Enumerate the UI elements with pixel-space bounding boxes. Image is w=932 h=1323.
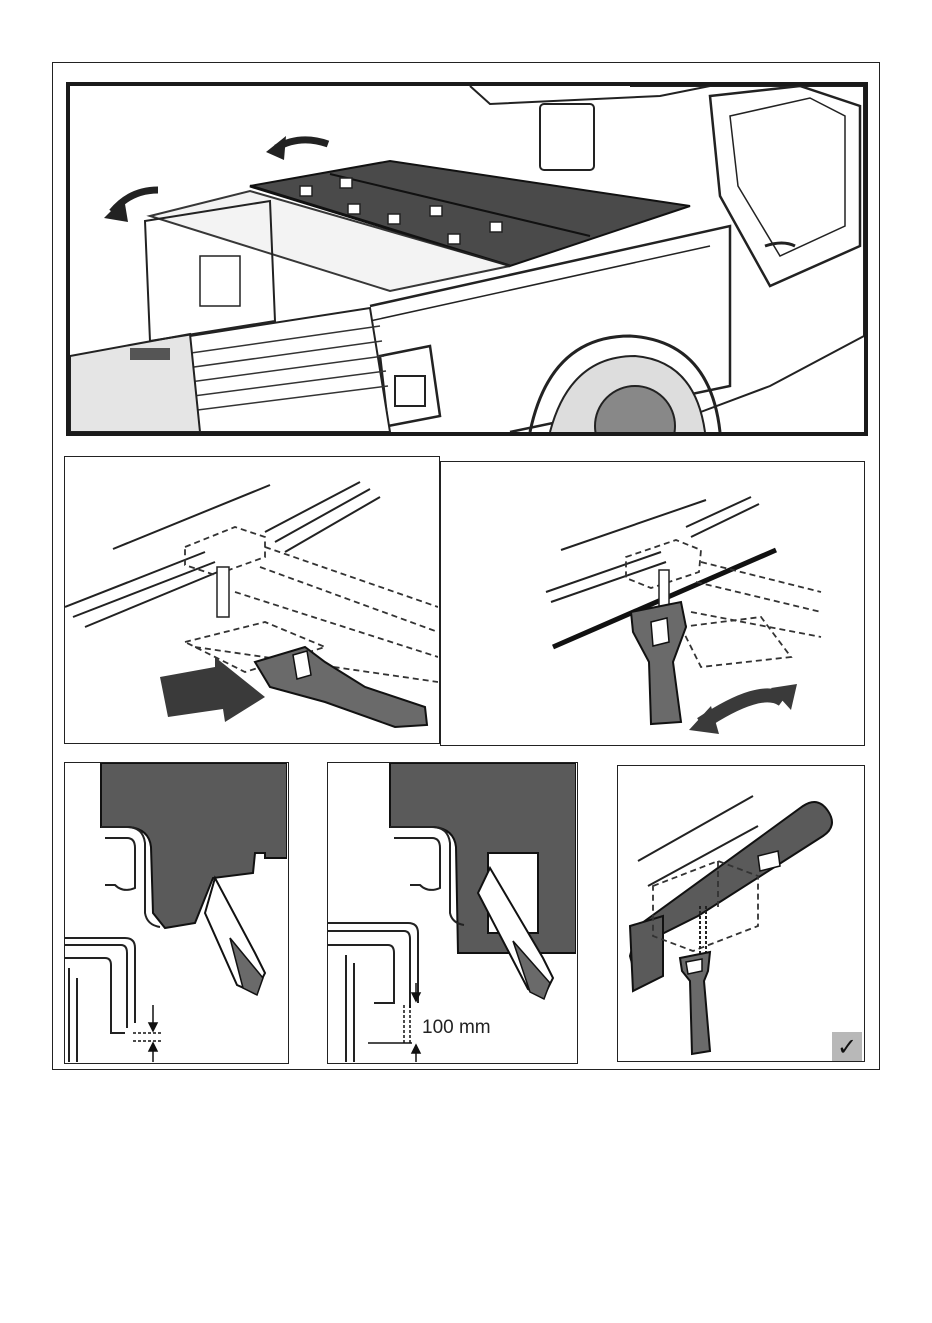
- cut-seal-100mm-illustration: 100 mm: [328, 763, 576, 1062]
- cut-seal-100mm-panel: 100 mm: [327, 762, 578, 1064]
- check-icon: ✓: [837, 1035, 857, 1059]
- dimension-label: 100 mm: [422, 1017, 491, 1038]
- clamp-rotate-panel: [440, 461, 865, 746]
- cut-seal-small-panel: [64, 762, 289, 1064]
- clamp-installed-panel: ✓: [617, 765, 865, 1062]
- cut-seal-small-illustration: [65, 763, 287, 1062]
- clamp-installed-illustration: [618, 766, 863, 1060]
- check-mark-badge: ✓: [832, 1032, 862, 1062]
- clamp-insert-illustration: [65, 457, 438, 742]
- clamp-rotate-illustration: [441, 462, 863, 744]
- truck-overview-panel: [66, 82, 868, 436]
- clamp-insert-panel: [64, 456, 440, 744]
- truck-illustration: [70, 86, 864, 432]
